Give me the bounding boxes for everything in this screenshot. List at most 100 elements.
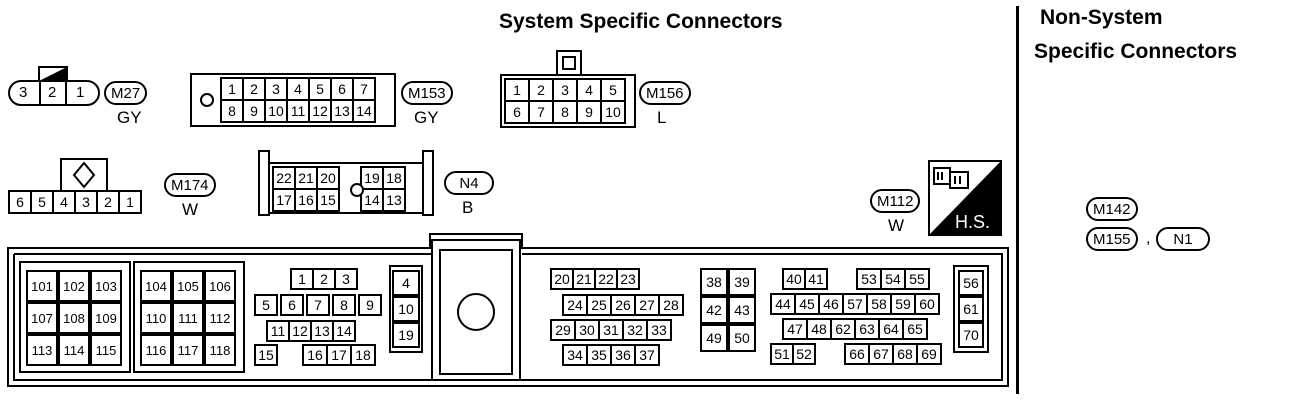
connector-m112-color: W <box>888 216 905 235</box>
non-system-heading-line2: Specific Connectors <box>1034 40 1238 63</box>
non-system-heading-line1: Non-System <box>1040 6 1163 29</box>
ecm-pin: 51 <box>770 343 794 365</box>
m156-pin: 7 <box>528 100 554 124</box>
ecm-pin: 109 <box>90 302 122 334</box>
ecm-pin: 17 <box>326 344 352 366</box>
ecm-pin: 58 <box>866 293 892 315</box>
ecm-pin: 7 <box>306 294 330 316</box>
m27-pin-3: 3 <box>19 84 28 101</box>
ecm-group-e-row3: 29 30 31 32 33 <box>550 319 672 341</box>
m156-pin: 4 <box>576 78 602 102</box>
ecm-pin: 16 <box>302 344 328 366</box>
ecm-pin: 27 <box>634 294 660 316</box>
connector-n1-label: N1 <box>1156 227 1210 251</box>
section-divider <box>1016 6 1019 394</box>
ecm-pin: 45 <box>794 293 820 315</box>
ecm-pin: 6 <box>280 294 304 316</box>
connector-m156-color: L <box>657 108 667 127</box>
ecm-pin: 42 <box>700 296 728 324</box>
ecm-group-d: 4 10 19 <box>392 270 420 348</box>
connector-m112-label: M112 <box>870 189 921 213</box>
ecm-pin: 32 <box>622 319 648 341</box>
m156-pin: 9 <box>576 100 602 124</box>
ecm-pin: 20 <box>550 268 574 290</box>
ecm-group-h: 56 61 70 <box>958 270 984 348</box>
ecm-pin: 28 <box>658 294 684 316</box>
ecm-group-e-row2: 24 25 26 27 28 <box>562 294 684 316</box>
ecm-group-c-row3: 11 12 13 14 <box>266 320 356 342</box>
ecm-pin: 47 <box>782 318 808 340</box>
ecm-pin: 22 <box>594 268 618 290</box>
ecm-group-g-row1a: 40 41 <box>782 268 828 290</box>
ecm-pin: 39 <box>728 268 756 296</box>
ecm-pin: 15 <box>254 344 278 366</box>
ecm-pin: 69 <box>916 343 942 365</box>
ecm-group-c-row4b: 16 17 18 <box>302 344 376 366</box>
ecm-pin: 3 <box>334 268 358 290</box>
n4-pin: 19 <box>360 166 384 190</box>
ecm-pin: 2 <box>312 268 336 290</box>
ecm-pin: 18 <box>350 344 376 366</box>
m153-pin: 12 <box>308 99 332 123</box>
ecm-pin: 67 <box>868 343 894 365</box>
ecm-pin: 33 <box>646 319 672 341</box>
label-separator: , <box>1146 230 1151 247</box>
ecm-pin: 105 <box>172 270 204 302</box>
ecm-group-g-row1b: 53 54 55 <box>856 268 930 290</box>
connector-m156: 1 2 3 4 5 6 7 8 9 10 <box>504 78 626 124</box>
m156-pin: 10 <box>600 100 626 124</box>
connector-m142-label: M142 <box>1086 197 1138 221</box>
ecm-pin: 49 <box>700 324 728 352</box>
ecm-pin: 36 <box>610 344 636 366</box>
ecm-pin: 34 <box>562 344 588 366</box>
ecm-pin: 55 <box>904 268 930 290</box>
ecm-pin: 57 <box>842 293 868 315</box>
connector-n4: 22 21 20 19 18 17 16 15 14 13 <box>272 166 406 212</box>
ecm-pin: 11 <box>266 320 290 342</box>
ecm-pin: 60 <box>914 293 940 315</box>
connector-n4-color: B <box>462 198 474 217</box>
ecm-pin: 9 <box>358 294 382 316</box>
ecm-pin: 41 <box>804 268 828 290</box>
ecm-pin: 68 <box>892 343 918 365</box>
m156-pin: 1 <box>504 78 530 102</box>
ecm-pin: 61 <box>958 296 984 322</box>
ecm-pin: 111 <box>172 302 204 334</box>
m156-lock-tab-inner <box>562 56 576 70</box>
ecm-pin: 5 <box>254 294 278 316</box>
m174-pin: 5 <box>30 190 54 214</box>
ecm-pin: 13 <box>310 320 334 342</box>
ecm-pin: 48 <box>806 318 832 340</box>
ecm-pin: 114 <box>58 334 90 366</box>
m153-pin: 14 <box>352 99 376 123</box>
ecm-pin: 64 <box>878 318 904 340</box>
n4-pin: 15 <box>316 188 340 212</box>
connector-m153: 1 2 3 4 5 6 7 8 9 10 11 12 13 14 <box>220 77 376 123</box>
ecm-pin: 65 <box>902 318 928 340</box>
ecm-pin: 117 <box>172 334 204 366</box>
ecm-pin: 106 <box>204 270 236 302</box>
ecm-pin: 70 <box>958 322 984 348</box>
connector-m174: 6 5 4 3 2 1 <box>8 190 142 214</box>
connector-icon <box>933 167 969 189</box>
ecm-pin: 21 <box>572 268 596 290</box>
ecm-pin: 30 <box>574 319 600 341</box>
connector-m27-color: GY <box>117 108 142 127</box>
ecm-group-c-row4a: 15 <box>254 344 278 366</box>
ecm-pin: 10 <box>392 296 420 322</box>
m153-guide-hole <box>200 93 214 107</box>
n4-pin: 20 <box>316 166 340 190</box>
connector-m153-color: GY <box>414 108 439 127</box>
connector-m155-label: M155 <box>1086 227 1138 251</box>
n4-pin: 17 <box>272 188 296 212</box>
connector-m27-label: M27 <box>104 81 148 105</box>
ecm-pin: 40 <box>782 268 806 290</box>
ecm-pin: 66 <box>844 343 870 365</box>
ecm-pin: 113 <box>26 334 58 366</box>
ecm-pin: 56 <box>958 270 984 296</box>
ecm-pin: 118 <box>204 334 236 366</box>
ecm-group-c-row2: 5 6 7 8 9 <box>254 294 382 316</box>
ecm-pin: 62 <box>830 318 856 340</box>
ecm-pin: 54 <box>880 268 906 290</box>
ecm-pin: 31 <box>598 319 624 341</box>
